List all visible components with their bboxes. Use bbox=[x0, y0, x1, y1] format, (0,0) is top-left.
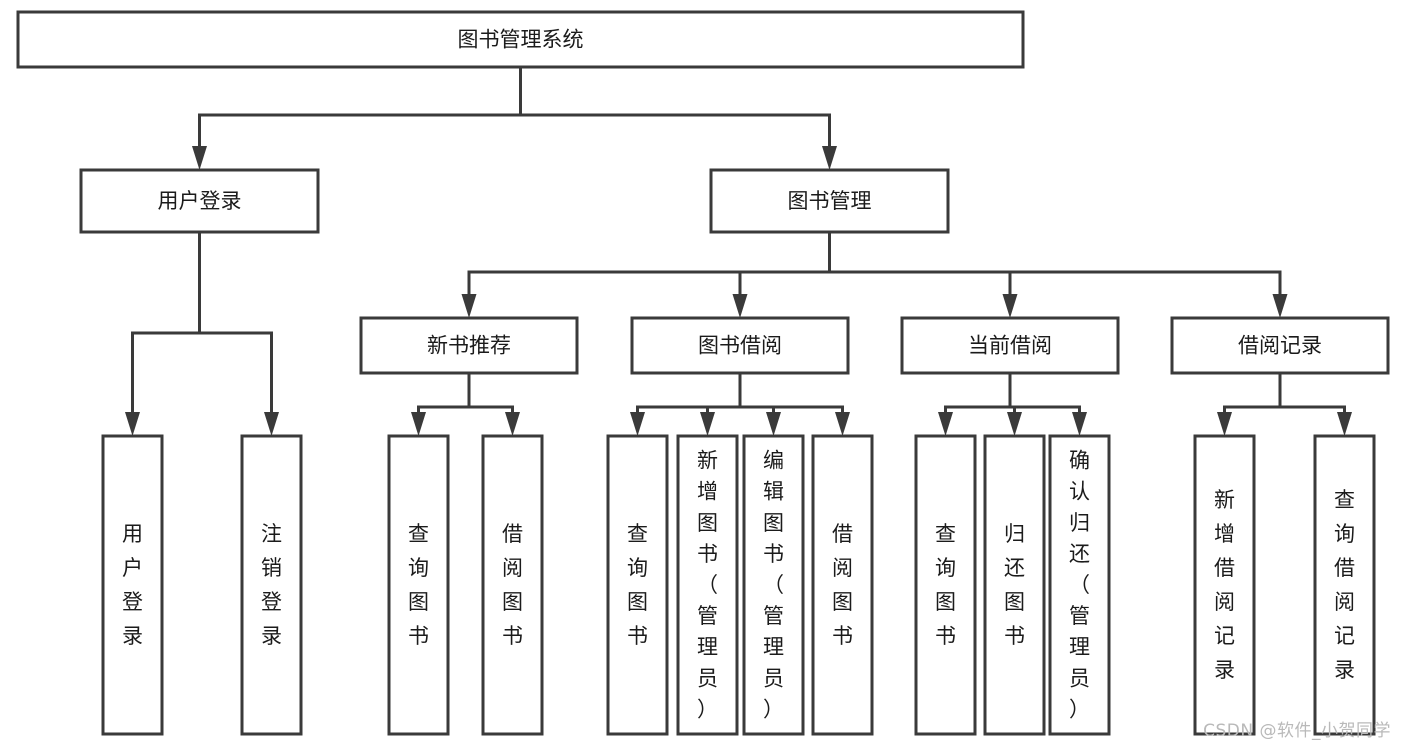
node-layer: 图书管理系统用户登录图书管理新书推荐图书借阅当前借阅借阅记录用户登录注销登录查询… bbox=[16, 10, 1390, 736]
node-leaf-borrow-add[interactable]: 新增图书（管理员） bbox=[676, 434, 739, 736]
connector-group-login bbox=[125, 230, 279, 436]
node-box[interactable] bbox=[900, 316, 1120, 375]
node-box[interactable] bbox=[630, 316, 850, 375]
arrow-head-icon bbox=[1217, 412, 1232, 436]
node-box[interactable] bbox=[742, 434, 805, 736]
node-box[interactable] bbox=[1193, 434, 1256, 736]
node-leaf-current-query[interactable]: 查询图书 bbox=[914, 434, 977, 736]
node-current[interactable]: 当前借阅 bbox=[900, 316, 1120, 375]
node-label: 借阅记录 bbox=[1238, 334, 1322, 358]
arrow-head-icon bbox=[700, 412, 715, 436]
node-box[interactable] bbox=[16, 10, 1025, 69]
arrow-head-icon bbox=[1272, 294, 1288, 318]
connector-layer bbox=[125, 65, 1352, 436]
arrow-head-icon bbox=[938, 412, 953, 436]
node-label: 注销登录 bbox=[261, 522, 282, 648]
node-label: 借阅图书 bbox=[502, 522, 523, 648]
arrow-head-icon bbox=[411, 412, 426, 436]
node-leaf-current-confirm[interactable]: 确认归还（管理员） bbox=[1048, 434, 1111, 736]
node-label: 图书管理系统 bbox=[458, 28, 584, 52]
node-leaf-borrow-edit[interactable]: 编辑图书（管理员） bbox=[742, 434, 805, 736]
node-label: 归还图书 bbox=[1004, 522, 1025, 648]
node-login[interactable]: 用户登录 bbox=[79, 168, 320, 234]
node-leaf-user-logout[interactable]: 注销登录 bbox=[240, 434, 303, 736]
connector-group-bookmgmt bbox=[461, 230, 1288, 318]
node-box[interactable] bbox=[79, 168, 320, 234]
connector-group-root bbox=[192, 65, 837, 170]
node-label: 查询图书 bbox=[935, 522, 956, 648]
node-box[interactable] bbox=[709, 168, 950, 234]
node-label: 新增借阅记录 bbox=[1214, 488, 1235, 682]
node-label: 用户登录 bbox=[158, 189, 242, 213]
node-label: 确认归还（管理员） bbox=[1069, 449, 1090, 722]
node-leaf-current-return[interactable]: 归还图书 bbox=[983, 434, 1046, 736]
node-leaf-borrow-lend[interactable]: 借阅图书 bbox=[811, 434, 874, 736]
node-box[interactable] bbox=[240, 434, 303, 736]
node-label: 查询图书 bbox=[408, 522, 429, 648]
node-leaf-record-add[interactable]: 新增借阅记录 bbox=[1193, 434, 1256, 736]
node-leaf-record-query[interactable]: 查询借阅记录 bbox=[1313, 434, 1376, 736]
arrow-head-icon bbox=[1072, 412, 1087, 436]
connector-group-newbook bbox=[411, 371, 520, 436]
node-label: 查询图书 bbox=[627, 522, 648, 648]
node-box[interactable] bbox=[983, 434, 1046, 736]
node-label: 编辑图书（管理员） bbox=[763, 449, 784, 722]
node-bookmgmt[interactable]: 图书管理 bbox=[709, 168, 950, 234]
arrow-head-icon bbox=[1002, 294, 1018, 318]
node-label: 新增图书（管理员） bbox=[697, 449, 718, 722]
node-box[interactable] bbox=[606, 434, 669, 736]
arrow-head-icon bbox=[125, 412, 140, 436]
arrow-head-icon bbox=[192, 146, 207, 170]
node-leaf-borrow-query[interactable]: 查询图书 bbox=[606, 434, 669, 736]
node-box[interactable] bbox=[1048, 434, 1111, 736]
node-box[interactable] bbox=[1313, 434, 1376, 736]
connector-group-borrow bbox=[630, 371, 850, 436]
arrow-head-icon bbox=[1337, 412, 1352, 436]
node-label: 图书借阅 bbox=[698, 334, 782, 358]
arrow-head-icon bbox=[822, 146, 837, 170]
node-box[interactable] bbox=[359, 316, 579, 375]
node-label: 用户登录 bbox=[122, 522, 143, 648]
node-leaf-newbook-query[interactable]: 查询图书 bbox=[387, 434, 450, 736]
arrow-head-icon bbox=[766, 412, 781, 436]
node-label: 借阅图书 bbox=[832, 522, 853, 648]
arrow-head-icon bbox=[461, 294, 477, 318]
arrow-head-icon bbox=[1007, 412, 1022, 436]
node-box[interactable] bbox=[811, 434, 874, 736]
arrow-head-icon bbox=[835, 412, 850, 436]
node-root[interactable]: 图书管理系统 bbox=[16, 10, 1025, 69]
node-box[interactable] bbox=[676, 434, 739, 736]
node-label: 新书推荐 bbox=[427, 334, 511, 358]
node-leaf-user-login[interactable]: 用户登录 bbox=[101, 434, 164, 736]
arrow-head-icon bbox=[630, 412, 645, 436]
node-box[interactable] bbox=[387, 434, 450, 736]
node-box[interactable] bbox=[1170, 316, 1390, 375]
node-label: 图书管理 bbox=[788, 189, 872, 213]
connector-group-record bbox=[1217, 371, 1352, 436]
node-box[interactable] bbox=[914, 434, 977, 736]
connector-group-current bbox=[938, 371, 1087, 436]
node-borrow[interactable]: 图书借阅 bbox=[630, 316, 850, 375]
arrow-head-icon bbox=[264, 412, 279, 436]
arrow-head-icon bbox=[732, 294, 748, 318]
node-box[interactable] bbox=[101, 434, 164, 736]
node-newbook[interactable]: 新书推荐 bbox=[359, 316, 579, 375]
node-label: 查询借阅记录 bbox=[1334, 488, 1355, 682]
arrow-head-icon bbox=[505, 412, 520, 436]
node-box[interactable] bbox=[481, 434, 544, 736]
node-leaf-newbook-borrow[interactable]: 借阅图书 bbox=[481, 434, 544, 736]
node-label: 当前借阅 bbox=[968, 334, 1052, 358]
node-record[interactable]: 借阅记录 bbox=[1170, 316, 1390, 375]
